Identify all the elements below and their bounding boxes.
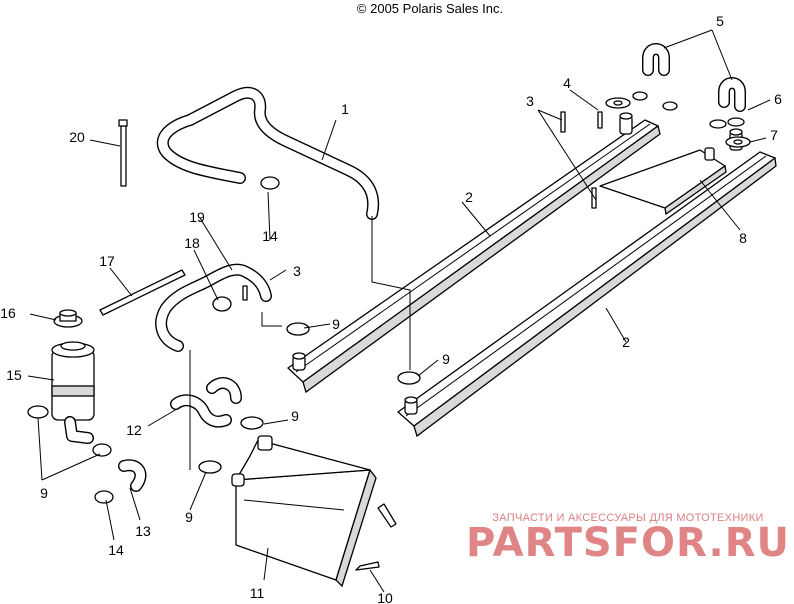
callout-16: 16 [0,305,16,321]
callout-8: 8 [739,230,747,246]
bolts [242,111,603,301]
callout-5: 5 [716,13,724,29]
callout-19: 19 [189,209,205,225]
watermark: ЗАПЧАСТИ И АКСЕССУАРЫ ДЛЯ МОТОТЕХНИКИ PA… [466,512,790,566]
thermostat-housing [231,435,377,588]
callout-3-bolt: 3 [526,93,534,109]
hose-clamps [27,176,421,504]
callout-3-hose: 3 [293,263,301,279]
callout-1: 1 [341,101,349,117]
callout-15: 15 [6,367,22,383]
rod [118,119,128,187]
callout-9-reservoir: 9 [40,485,48,501]
copyright-text: © 2005 Polaris Sales Inc. [357,1,503,16]
tunnel-plate [599,147,727,216]
callout-9-mid: 9 [291,408,299,424]
callout-2-rear: 2 [465,189,473,205]
short-hose [118,459,147,492]
callout-14-upper: 14 [262,228,278,244]
screws [355,503,397,571]
callout-11: 11 [250,585,265,601]
coolant-reservoir [51,341,95,444]
callout-20: 20 [69,129,85,145]
watermark-brand: PARTSFOR.RU [466,520,790,566]
callout-9-exchanger: 9 [442,351,450,367]
overflow-tube [99,269,186,316]
callout-6: 6 [774,91,782,107]
callout-18: 18 [184,235,200,251]
middle-coolant-hose [155,263,272,352]
callout-9-upper: 9 [332,316,340,332]
elbow-hoses [170,377,242,428]
leader-lines [27,29,771,593]
callout-10: 10 [377,590,393,604]
callout-14-lower: 14 [108,542,124,558]
callout-2-front: 2 [622,334,630,350]
curved-hoses [642,43,746,112]
callout-labels: 1 2 2 3 3 4 5 6 7 8 9 9 9 9 9 10 11 12 1… [0,13,782,604]
watermark-tagline: ЗАПЧАСТИ И АКСЕССУАРЫ ДЛЯ МОТОТЕХНИКИ [492,512,763,524]
callout-9-lower: 9 [185,509,193,525]
callout-4: 4 [563,75,571,91]
pressure-cap [53,309,83,328]
callout-7: 7 [770,127,778,143]
callout-13: 13 [135,523,151,539]
upper-coolant-hose [156,86,380,220]
rear-heat-exchanger [287,112,661,394]
washers-grommets [605,91,751,148]
callout-17: 17 [99,253,115,269]
callout-12: 12 [126,422,142,438]
front-heat-exchanger [397,128,777,438]
